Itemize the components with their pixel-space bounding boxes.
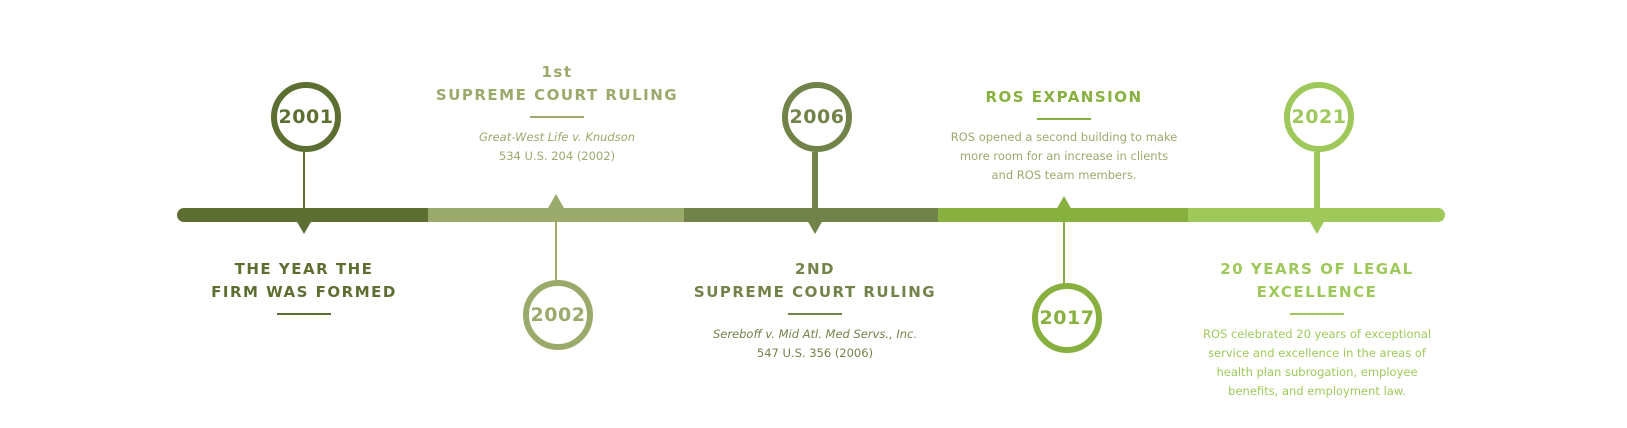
divider (1037, 118, 1091, 120)
timeline-segment-2001 (177, 208, 428, 222)
year-label: 2002 (530, 304, 586, 326)
milestone-text-2006: 2ND SUPREME COURT RULING Sereboff v. Mid… (665, 258, 965, 363)
milestone-title: 20 YEARS OF LEGAL EXCELLENCE (1220, 260, 1414, 301)
year-circle-2001: 2001 (271, 82, 341, 152)
divider (788, 313, 842, 315)
year-circle-2021: 2021 (1284, 82, 1354, 152)
divider (277, 313, 331, 315)
pointer-triangle (1056, 196, 1072, 210)
year-label: 2017 (1039, 307, 1095, 329)
connector-line (1063, 222, 1065, 284)
milestone-text-2021: 20 YEARS OF LEGAL EXCELLENCE ROS celebra… (1172, 258, 1462, 401)
timeline-segment-2021 (1188, 208, 1445, 222)
case-name: Great-West Life v. Knudson (478, 130, 636, 144)
divider (530, 116, 584, 118)
year-circle-2002: 2002 (523, 280, 593, 350)
pointer-triangle (1309, 220, 1325, 234)
pointer-triangle (296, 220, 312, 234)
milestone-title: 2ND SUPREME COURT RULING (693, 260, 937, 301)
milestone-title: THE YEAR THE FIRM WAS FORMED (211, 260, 397, 301)
milestone-description: ROS celebrated 20 years of exceptional s… (1202, 327, 1432, 398)
pointer-triangle (548, 194, 564, 208)
year-label: 2021 (1291, 106, 1347, 128)
pointer-triangle (807, 220, 823, 234)
year-circle-2017: 2017 (1032, 283, 1102, 353)
milestone-description: ROS opened a second building to make mor… (950, 130, 1178, 182)
connector-line (812, 152, 818, 208)
timeline-segment-2002 (428, 208, 684, 222)
timeline-segment-2006 (684, 208, 938, 222)
milestone-text-2002: 1st SUPREME COURT RULING Great-West Life… (427, 61, 687, 166)
year-circle-2006: 2006 (782, 82, 852, 152)
divider (1290, 313, 1344, 315)
milestone-text-2001: THE YEAR THE FIRM WAS FORMED (184, 258, 424, 325)
case-name: Sereboff v. Mid Atl. Med Servs., Inc. (712, 327, 918, 341)
case-citation: 534 U.S. 204 (2002) (498, 149, 616, 163)
milestone-title: 1st SUPREME COURT RULING (435, 63, 679, 104)
connector-line (1314, 152, 1320, 208)
milestone-title: ROS EXPANSION (985, 88, 1143, 106)
year-label: 2001 (278, 106, 334, 128)
milestone-text-2017: ROS EXPANSION ROS opened a second buildi… (919, 86, 1209, 185)
connector-line (303, 152, 305, 208)
case-citation: 547 U.S. 356 (2006) (756, 346, 874, 360)
connector-line (555, 222, 557, 282)
timeline-segment-2017 (938, 208, 1188, 222)
year-label: 2006 (789, 106, 845, 128)
